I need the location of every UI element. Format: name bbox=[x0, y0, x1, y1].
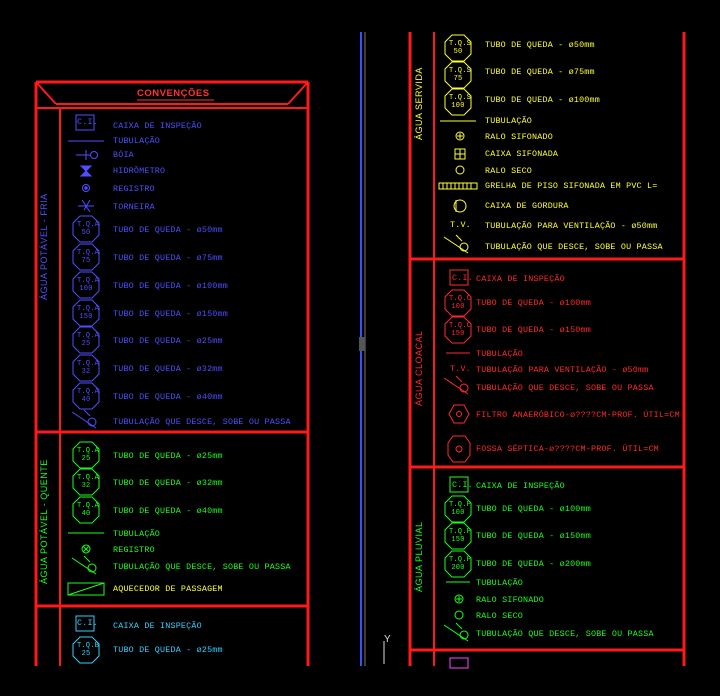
legend-text: TUBO DE QUEDA - ø100mm bbox=[485, 95, 600, 105]
legend-text: FOSSA SÉPTICA-ø????CM-PROF. ÚTIL=CM bbox=[476, 444, 659, 454]
section-label-pluvial: ÁGUA PLUVIAL bbox=[414, 521, 424, 592]
cloacal-icons bbox=[443, 269, 472, 463]
legend-text: CAIXA DE INSPEÇÃO bbox=[476, 274, 565, 284]
legend-text: TUBULAÇÃO QUE DESCE, SOBE OU PASSA bbox=[113, 562, 291, 572]
bottom-icons bbox=[72, 615, 100, 664]
fria-badges bbox=[72, 215, 100, 410]
legend-text: TUBULAÇÃO bbox=[476, 349, 524, 359]
legend-text: TUBO DE QUEDA - ø75mm bbox=[113, 253, 223, 263]
legend-text: TUBO DE QUEDA - ø150mm bbox=[476, 325, 591, 335]
ci-icon-label: C.I. bbox=[77, 618, 98, 628]
legend-text: TUBULAÇÃO bbox=[113, 529, 161, 539]
legend-text: TUBO DE QUEDA - ø25mm bbox=[113, 645, 223, 655]
legend-text: TUBO DE QUEDA - ø25mm bbox=[113, 451, 223, 461]
tv-icon-label: T.V. bbox=[450, 364, 471, 374]
ucs-axis-label: Y bbox=[384, 634, 391, 645]
legend-text: CAIXA DE INSPEÇÃO bbox=[113, 621, 202, 631]
section-label-quente: ÁGUA POTÁVEL - QUENTE bbox=[39, 459, 49, 584]
legend-text: REGISTRO bbox=[113, 184, 155, 194]
legend-text: TUBULAÇÃO QUE DESCE, SOBE OU PASSA bbox=[476, 383, 654, 393]
legend-text: TUBO DE QUEDA - ø32mm bbox=[113, 478, 223, 488]
legend-text: TUBO DE QUEDA - ø40mm bbox=[113, 506, 223, 516]
legend-text: TUBO DE QUEDA - ø75mm bbox=[485, 67, 595, 77]
legend-text: TUBULAÇÃO PARA VENTILAÇÃO - ø50mm bbox=[476, 365, 649, 375]
fria-icons bbox=[68, 114, 104, 429]
quente-badges bbox=[67, 441, 105, 596]
legend-text: TUBULAÇÃO QUE DESCE, SOBE OU PASSA bbox=[476, 629, 654, 639]
next-section-icon bbox=[449, 657, 469, 669]
section-label-cloacal: ÁGUA CLOACAL bbox=[414, 330, 424, 406]
tv-icon-label: T.V. bbox=[450, 220, 471, 230]
pluvial-icons bbox=[443, 476, 472, 642]
page-title: CONVENÇÕES bbox=[137, 88, 210, 99]
legend-text: TUBULAÇÃO bbox=[476, 578, 524, 588]
legend-text: TUBO DE QUEDA - ø100mm bbox=[113, 281, 228, 291]
ci-icon-label: C.I. bbox=[452, 273, 473, 283]
legend-text: TUBULAÇÃO QUE DESCE, SOBE OU PASSA bbox=[113, 417, 291, 427]
section-label-fria: ÁGUA POTÁVEL - FRIA bbox=[39, 193, 49, 300]
legend-text: TUBO DE QUEDA - ø40mm bbox=[113, 392, 223, 402]
ci-icon-label: C.I. bbox=[77, 117, 98, 127]
legend-text: TUBO DE QUEDA - ø100mm bbox=[476, 504, 591, 514]
legend-text: TUBULAÇÃO PARA VENTILAÇÃO - ø50mm bbox=[485, 221, 658, 231]
legend-text: FILTRO ANAERÓBICO-ø????CM-PROF. ÚTIL=CM bbox=[476, 410, 680, 420]
legend-text: REGISTRO bbox=[113, 545, 155, 555]
legend-text: RALO SIFONADO bbox=[485, 132, 553, 142]
legend-text: TUBULAÇÃO bbox=[113, 136, 161, 146]
legend-text: HIDRÔMETRO bbox=[113, 166, 166, 176]
legend-text: CAIXA DE INSPEÇÃO bbox=[476, 481, 565, 491]
ci-icon-label: C.I. bbox=[452, 480, 473, 490]
legend-text: TUBO DE QUEDA - ø50mm bbox=[485, 40, 595, 50]
legend-text: TUBO DE QUEDA - ø200mm bbox=[476, 559, 591, 569]
section-label-servida: ÁGUA SERVIDA bbox=[414, 67, 424, 140]
left-frame bbox=[34, 80, 310, 666]
legend-text: TUBULAÇÃO QUE DESCE, SOBE OU PASSA bbox=[485, 242, 663, 252]
legend-text: CAIXA DE INSPEÇÃO bbox=[113, 121, 202, 131]
legend-text: TORNEIRA bbox=[113, 202, 155, 212]
legend-text: AQUECEDOR DE PASSAGEM bbox=[113, 584, 223, 594]
legend-text: TUBO DE QUEDA - ø25mm bbox=[113, 336, 223, 346]
legend-text: RALO SECO bbox=[476, 611, 524, 621]
legend-text: TUBO DE QUEDA - ø50mm bbox=[113, 225, 223, 235]
legend-text: TUBO DE QUEDA - ø32mm bbox=[113, 364, 223, 374]
legend-text: CAIXA DE GORDURA bbox=[485, 201, 569, 211]
legend-text: TUBO DE QUEDA - ø150mm bbox=[476, 531, 591, 541]
legend-text: RALO SIFONADO bbox=[476, 595, 544, 605]
legend-text: CAIXA SIFONADA bbox=[485, 149, 559, 159]
legend-text: RALO SECO bbox=[485, 166, 533, 176]
legend-text: GRELHA DE PISO SIFONADA EM PVC L= bbox=[485, 181, 658, 191]
legend-text: BÓIA bbox=[113, 150, 134, 160]
legend-text: TUBULAÇÃO bbox=[485, 116, 533, 126]
splitter-handle[interactable] bbox=[359, 337, 365, 351]
right-frame bbox=[408, 32, 686, 666]
legend-text: TUBO DE QUEDA - ø150mm bbox=[113, 309, 228, 319]
legend-text: TUBO DE QUEDA - ø100mm bbox=[476, 298, 591, 308]
servida-icons bbox=[438, 34, 478, 254]
